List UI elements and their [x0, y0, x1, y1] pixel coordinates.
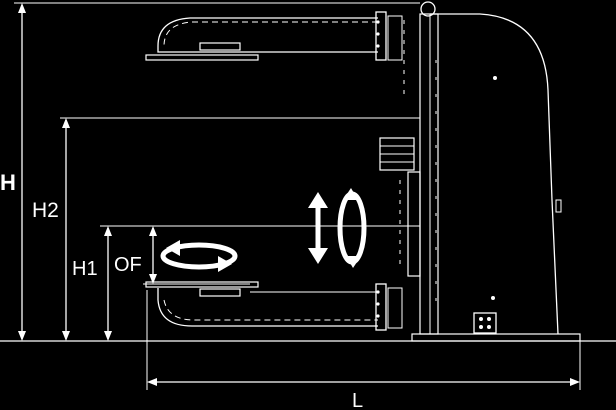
label-h2: H2 [32, 199, 59, 222]
label-l: L [352, 390, 363, 410]
label-h: H [0, 170, 16, 195]
dimension-of [143, 226, 250, 285]
rotate-vertical-icon [337, 188, 367, 268]
label-h1: H1 [72, 258, 98, 280]
label-of: OF [114, 254, 142, 276]
positioner-column [411, 1, 581, 342]
control-box [473, 312, 497, 334]
updown-arrow-icon [308, 192, 328, 264]
dimension-h2 [60, 117, 420, 341]
rotate-horizontal-icon [160, 240, 238, 272]
carriage [379, 137, 421, 277]
dimension-h [14, 2, 420, 341]
upper-arm [145, 11, 405, 100]
dimension-l [146, 290, 581, 390]
dimension-h1 [100, 225, 420, 341]
lower-arm [145, 281, 403, 331]
